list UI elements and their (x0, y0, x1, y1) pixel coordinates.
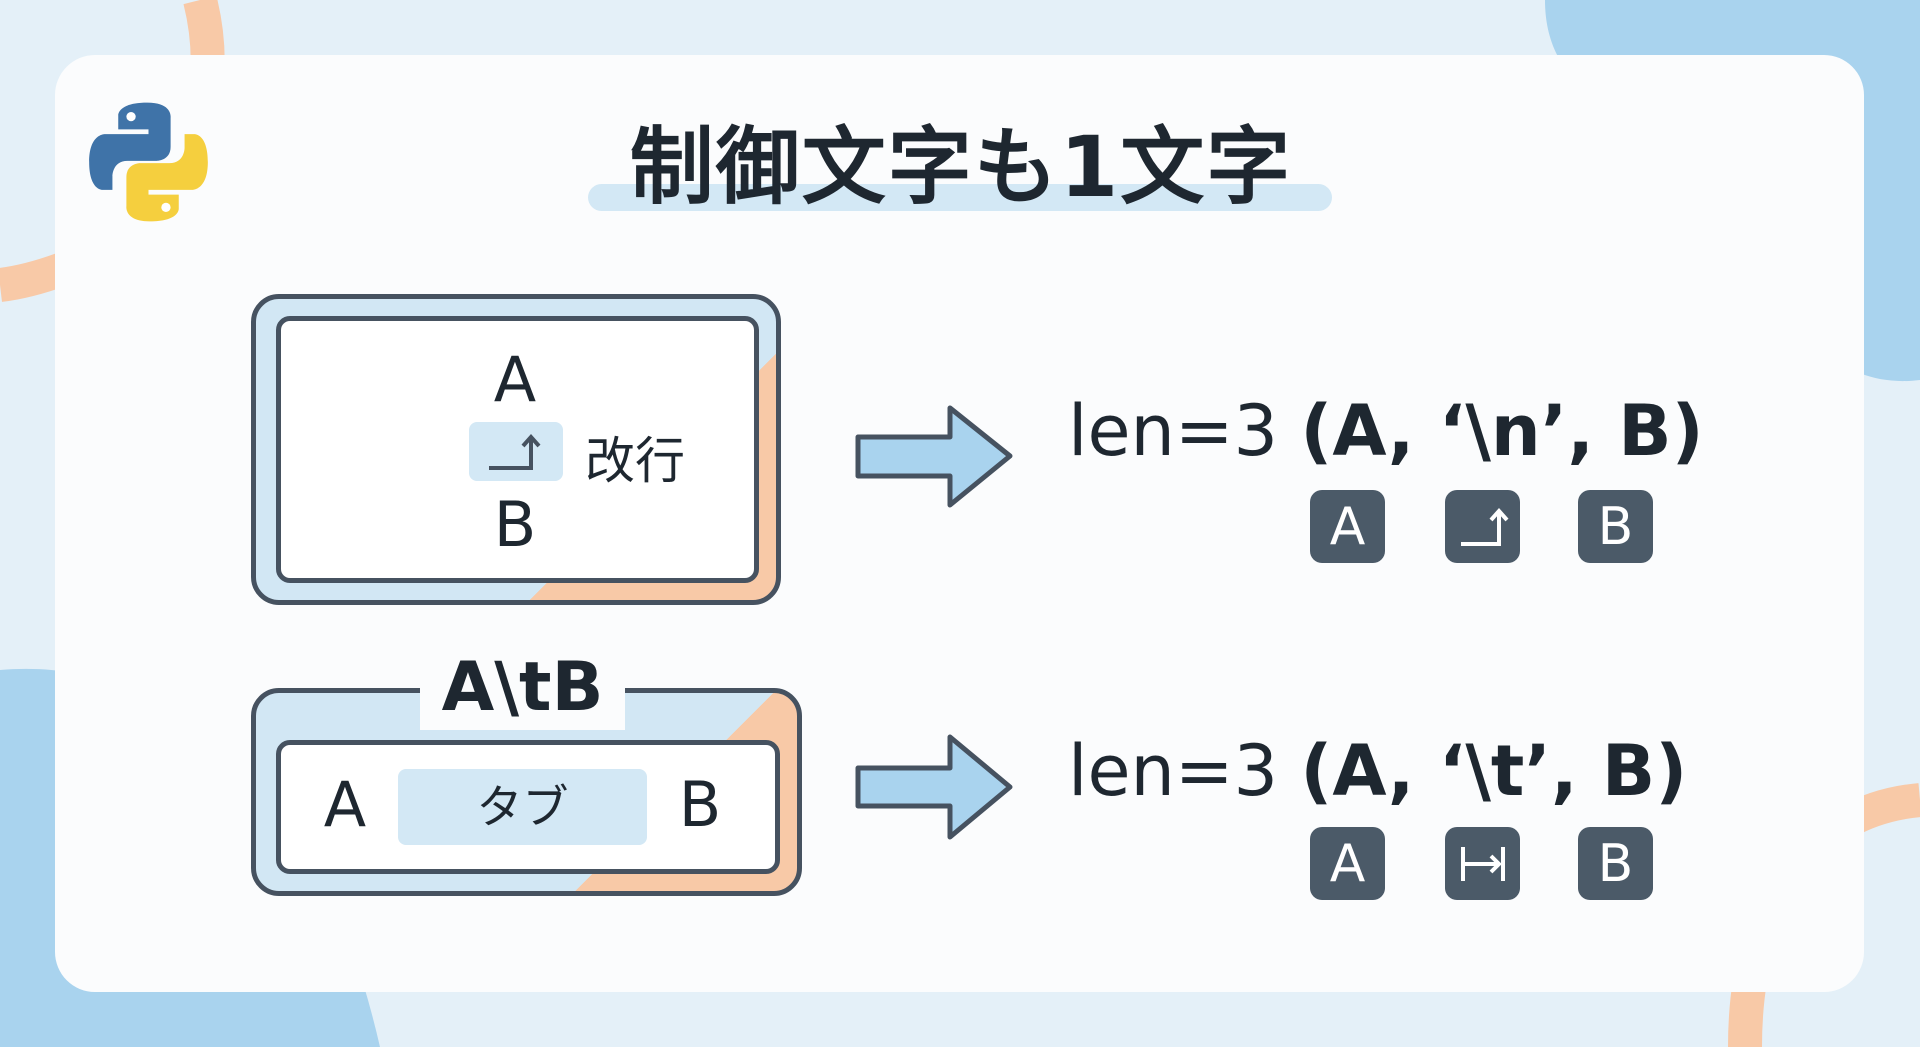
python-logo-icon (89, 102, 208, 222)
char-b: B (678, 768, 722, 841)
key-b: B (1578, 490, 1653, 563)
tab-inner-box (276, 740, 780, 874)
newline-result: len=3 (A, ‘\n’, B) (1068, 390, 1704, 472)
result-tuple: (A, ‘\t’, B) (1300, 730, 1688, 812)
key-tab (1445, 827, 1520, 900)
tab-result: len=3 (A, ‘\t’, B) (1068, 730, 1687, 812)
result-tuple: (A, ‘\n’, B) (1300, 390, 1704, 472)
newline-icon (489, 433, 541, 470)
key-a: A (1310, 827, 1385, 900)
arrow-right-icon (855, 405, 1013, 508)
result-len: len=3 (1068, 390, 1301, 472)
title-highlight (588, 184, 1332, 211)
result-len: len=3 (1068, 730, 1301, 812)
label-backdrop (420, 650, 625, 730)
tab-highlight: タブ (398, 769, 647, 845)
key-newline (1445, 490, 1520, 563)
newline-highlight (469, 422, 563, 481)
tab-source-label: A\tB (441, 648, 604, 727)
newline-icon (1460, 507, 1508, 546)
page-title: 制御文字も1文字 (629, 118, 1293, 216)
char-a: A (323, 768, 367, 841)
key-a: A (1310, 490, 1385, 563)
arrow-right-icon (855, 734, 1013, 840)
char-a: A (493, 343, 537, 416)
char-b: B (493, 488, 537, 561)
newline-label: 改行 (585, 432, 685, 490)
key-b: B (1578, 827, 1653, 900)
tab-icon (1460, 846, 1505, 881)
